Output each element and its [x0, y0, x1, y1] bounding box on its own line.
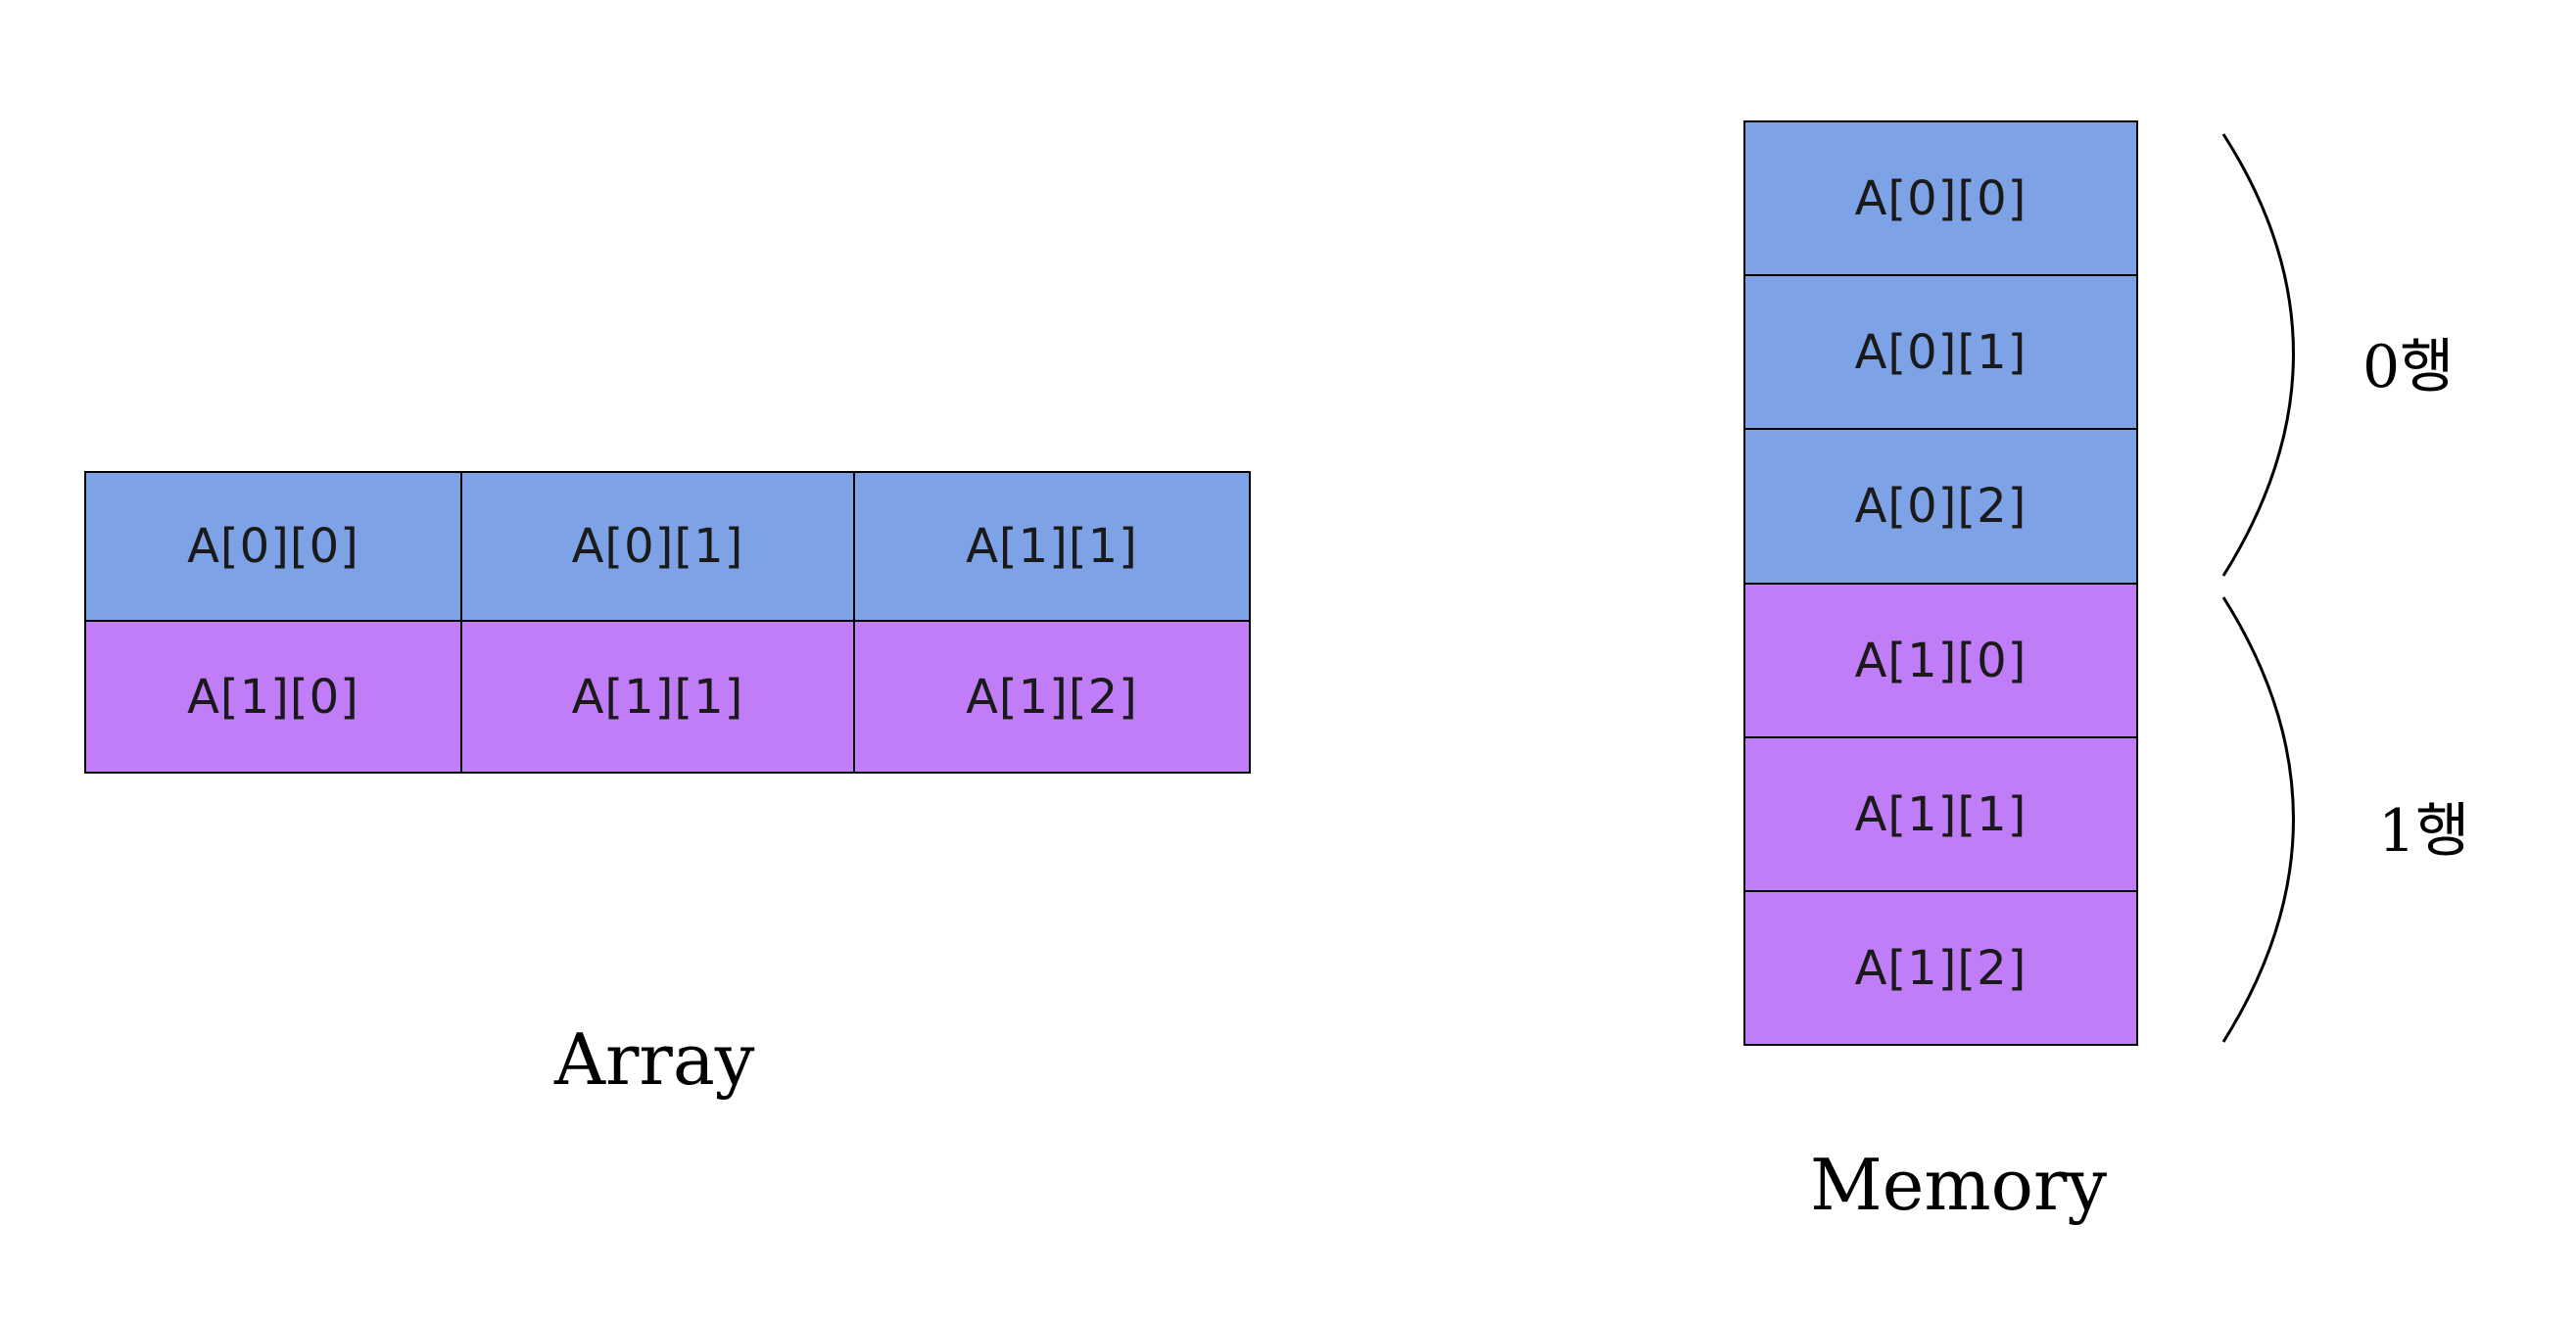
row-label-0: 0행	[2362, 333, 2455, 401]
array-caption: Array	[554, 1018, 755, 1101]
row0-bracket	[2221, 133, 2295, 577]
row1-bracket	[2221, 596, 2295, 1043]
row-label-1: 1행	[2378, 797, 2470, 866]
array-cell-1-0: A[1][0]	[84, 620, 462, 774]
array-cell-0-2: A[1][1]	[853, 471, 1251, 622]
array-cell-1-1: A[1][1]	[460, 620, 855, 774]
array-cell-1-2: A[1][2]	[853, 620, 1251, 774]
memory-cell-1: A[0][1]	[1743, 274, 2138, 430]
memory-cell-2: A[0][2]	[1743, 428, 2138, 585]
memory-cell-0: A[0][0]	[1743, 120, 2138, 276]
memory-cell-3: A[1][0]	[1743, 583, 2138, 738]
memory-cell-4: A[1][1]	[1743, 736, 2138, 892]
array-cell-0-0: A[0][0]	[84, 471, 462, 622]
memory-cell-5: A[1][2]	[1743, 890, 2138, 1046]
memory-caption: Memory	[1810, 1144, 2108, 1226]
